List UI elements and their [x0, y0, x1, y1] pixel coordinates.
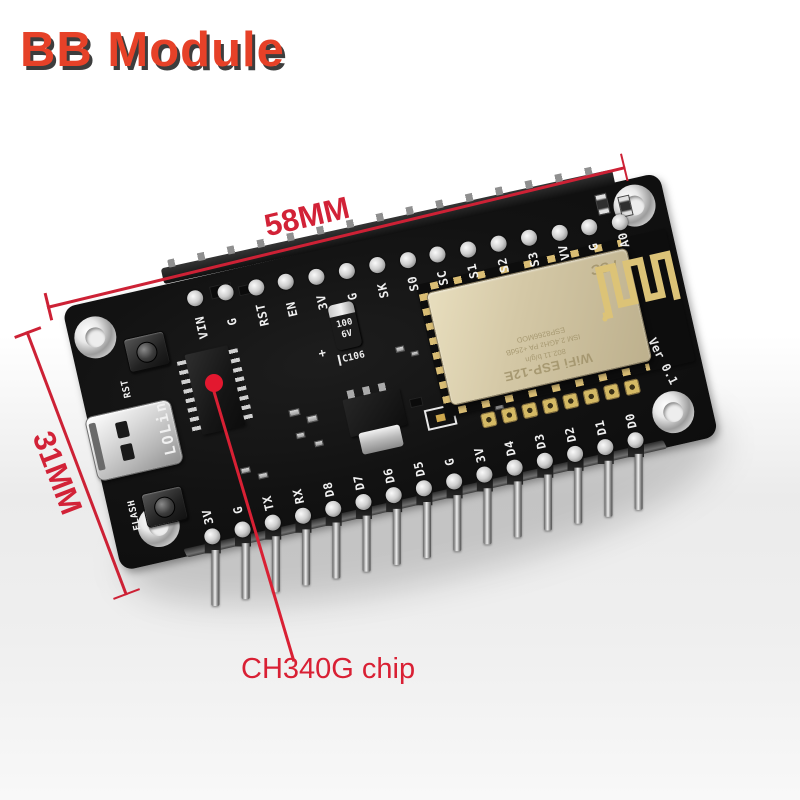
dimension-tick [619, 153, 629, 182]
smd-component [313, 439, 324, 448]
pin-pad-top-g [215, 283, 236, 303]
header-pin [574, 467, 583, 524]
pcb-antenna [594, 250, 681, 322]
header-pin [543, 474, 552, 531]
pin-label-bottom-g: G [230, 504, 246, 516]
pin-label-bottom-d2: D2 [562, 425, 580, 444]
header-pin [453, 495, 462, 552]
header-pin [332, 522, 341, 579]
module-solder-pad [479, 410, 498, 429]
pin-pad-top-s1 [458, 239, 478, 259]
module-solder-pad [561, 392, 580, 411]
pin-label-top-sk: SK [374, 280, 392, 300]
pin-label-top-vv: VV [555, 243, 573, 262]
pin-label-bottom-d4: D4 [501, 439, 519, 458]
pin-label-top-s0: S0 [404, 274, 422, 293]
module-solder-pad [623, 378, 642, 397]
chip-callout-label: CH340G chip [241, 653, 416, 685]
board: RST FLASH LOLin 100 6V + C106 [62, 169, 719, 607]
smd-component [239, 466, 252, 475]
smd-component [410, 350, 420, 357]
chip-pins [228, 348, 254, 421]
module-solder-pad [500, 406, 519, 425]
header-pin [483, 488, 492, 545]
dimension-tick [112, 587, 141, 600]
reset-button-label: RST [119, 378, 134, 400]
header-pin [241, 543, 250, 600]
pin-label-bottom-3v: 3V [471, 445, 489, 465]
smd-component [408, 396, 424, 409]
pin-pad-top-g [580, 217, 600, 237]
pin-label-bottom-d5: D5 [410, 459, 429, 478]
pin-pad-top-s2 [489, 234, 509, 254]
pin-label-top-rst: RST [252, 302, 272, 328]
smd-component [394, 345, 406, 354]
pin-label-bottom-3v: 3V [199, 507, 217, 526]
pin-label-top-g: G [224, 315, 240, 327]
header-pin [634, 453, 643, 510]
pin-label-bottom-d3: D3 [531, 432, 549, 451]
pin-label-top-g: G [344, 290, 361, 302]
pin-label-top-vin: VIN [192, 314, 212, 341]
smd-resistor [594, 192, 611, 216]
header-pin [302, 529, 311, 586]
pin-label-top-s3: S3 [525, 249, 543, 268]
pin-label-bottom-rx: RX [290, 487, 308, 506]
pin-label-top-sc: SC [434, 268, 452, 287]
capacitor-polarity-mark: + [316, 344, 328, 362]
pin-label-bottom-d6: D6 [380, 466, 398, 485]
dimension-tick [43, 292, 53, 321]
chip-callout-dot [205, 374, 223, 392]
module-solder-pad [602, 382, 621, 401]
header-pin [392, 508, 401, 565]
reset-button [122, 330, 172, 374]
header-pin [271, 536, 280, 593]
pin-pad-top-en [276, 272, 296, 292]
electrolytic-capacitor: 100 6V [327, 300, 363, 352]
chip-pins [176, 359, 202, 433]
pin-pad-top-vin [185, 288, 205, 308]
pin-label-bottom-d8: D8 [320, 480, 338, 499]
header-pin [604, 460, 613, 517]
pin-label-bottom-d1: D1 [592, 418, 610, 437]
header-pin [211, 550, 220, 607]
capacitor-value: 100 6V [335, 317, 354, 341]
pin-label-top-en: EN [283, 299, 301, 318]
module-solder-pad [582, 387, 601, 406]
header-pin [362, 515, 371, 572]
pin-pad-top-3v [306, 266, 327, 286]
pin-label-top-s2: S2 [494, 256, 513, 275]
pin-pad-top-vv [549, 223, 569, 243]
pin-pad-top-s0 [397, 250, 418, 270]
smd-component [288, 407, 301, 418]
header-pin [423, 501, 432, 558]
pin-pad-top-sc [428, 245, 448, 265]
smd-component [306, 414, 319, 424]
dimension-tick [14, 326, 42, 339]
pin-pad-top-g [337, 261, 357, 281]
page-title: BB Module [20, 23, 285, 77]
pin-pad-top-s3 [519, 228, 539, 248]
mounting-hole [70, 312, 121, 363]
capacitor-ref-silkscreen: C106 [337, 349, 366, 366]
smd-component [295, 431, 306, 440]
pin-label-bottom-d7: D7 [350, 473, 368, 492]
smd-component [257, 471, 269, 480]
header-pin [513, 481, 522, 538]
module-solder-pad [520, 401, 539, 420]
mounting-hole [648, 387, 699, 438]
pin-label-bottom-d0: D0 [622, 411, 640, 430]
pin-pad-top-sk [367, 255, 387, 276]
pin-label-bottom-g: G [442, 456, 458, 468]
flash-button [140, 484, 189, 529]
pin-label-bottom-tx: TX [259, 494, 277, 513]
module-solder-pad [541, 396, 560, 415]
